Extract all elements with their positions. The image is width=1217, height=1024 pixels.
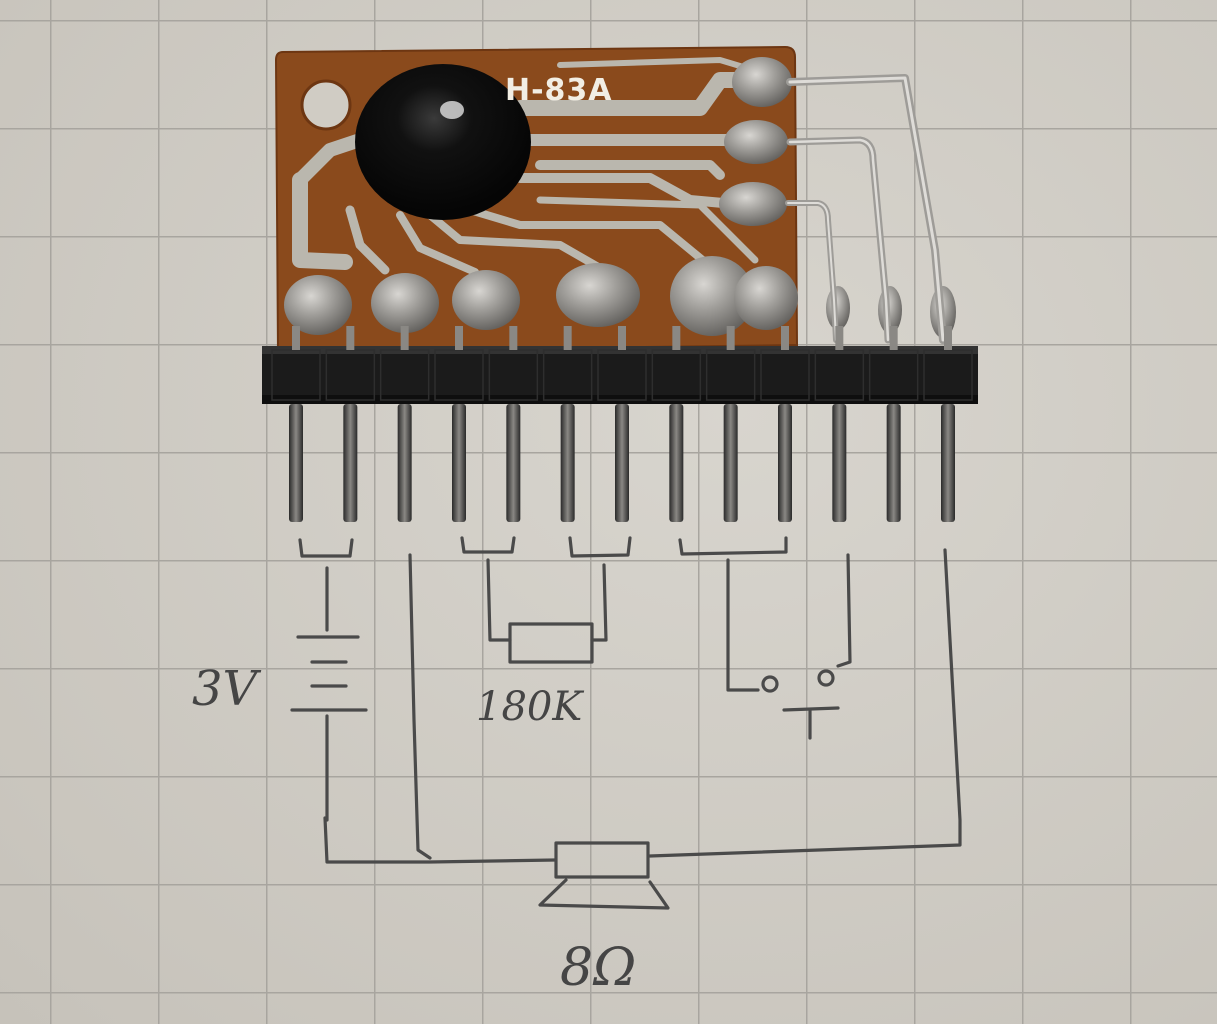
header-pin — [941, 404, 955, 522]
header-pin — [452, 404, 466, 522]
switch-contact-left — [761, 675, 779, 693]
pin-stub — [835, 326, 844, 350]
epoxy-chip-blob — [355, 64, 531, 220]
header-pin — [723, 404, 738, 522]
header-pin — [397, 404, 412, 522]
header-pin — [343, 404, 358, 522]
pin-stub — [781, 326, 789, 350]
pin-stub — [455, 326, 463, 350]
header-body — [262, 346, 978, 404]
pin-stub — [292, 326, 300, 350]
header-pin — [886, 404, 901, 522]
jumper-wire-1 — [786, 74, 947, 344]
header-pin — [289, 404, 303, 522]
pin-stub — [889, 326, 898, 350]
bottom-solder-joints — [284, 256, 956, 338]
pin-stub — [563, 326, 572, 350]
pcb-module: H-83A — [274, 45, 956, 354]
pin-header — [262, 326, 978, 522]
board-label: H-83A — [505, 73, 613, 108]
blob-highlight — [440, 101, 464, 119]
switch-contact-right — [817, 669, 835, 687]
pin-stub — [944, 326, 952, 350]
pin-stub — [400, 326, 409, 350]
pin3-wire — [408, 553, 432, 860]
speaker-label: 8Ω — [560, 938, 636, 998]
bridge-pins-1-2 — [298, 538, 354, 558]
resistor-symbol — [508, 622, 594, 664]
pin-stub — [726, 326, 735, 350]
pin-stub — [509, 326, 518, 350]
header-pin — [669, 404, 684, 522]
header-pin — [506, 404, 521, 522]
header-pin — [615, 404, 629, 522]
jumper-wires — [785, 74, 947, 344]
speaker-symbol — [554, 841, 650, 879]
pin13-wire — [648, 548, 962, 858]
hand-drawn-schematic — [290, 536, 962, 910]
mounting-hole — [300, 79, 352, 131]
pin-stub — [346, 326, 355, 350]
pin-stub — [672, 326, 681, 350]
battery-label: 3V — [192, 661, 262, 717]
header-pin — [778, 404, 792, 522]
ground-wire — [323, 816, 557, 864]
header-pin — [832, 404, 847, 522]
resistor-label: 180K — [476, 684, 584, 730]
right-pads — [719, 57, 792, 226]
pin-stub — [618, 326, 626, 350]
header-pin — [560, 404, 575, 522]
